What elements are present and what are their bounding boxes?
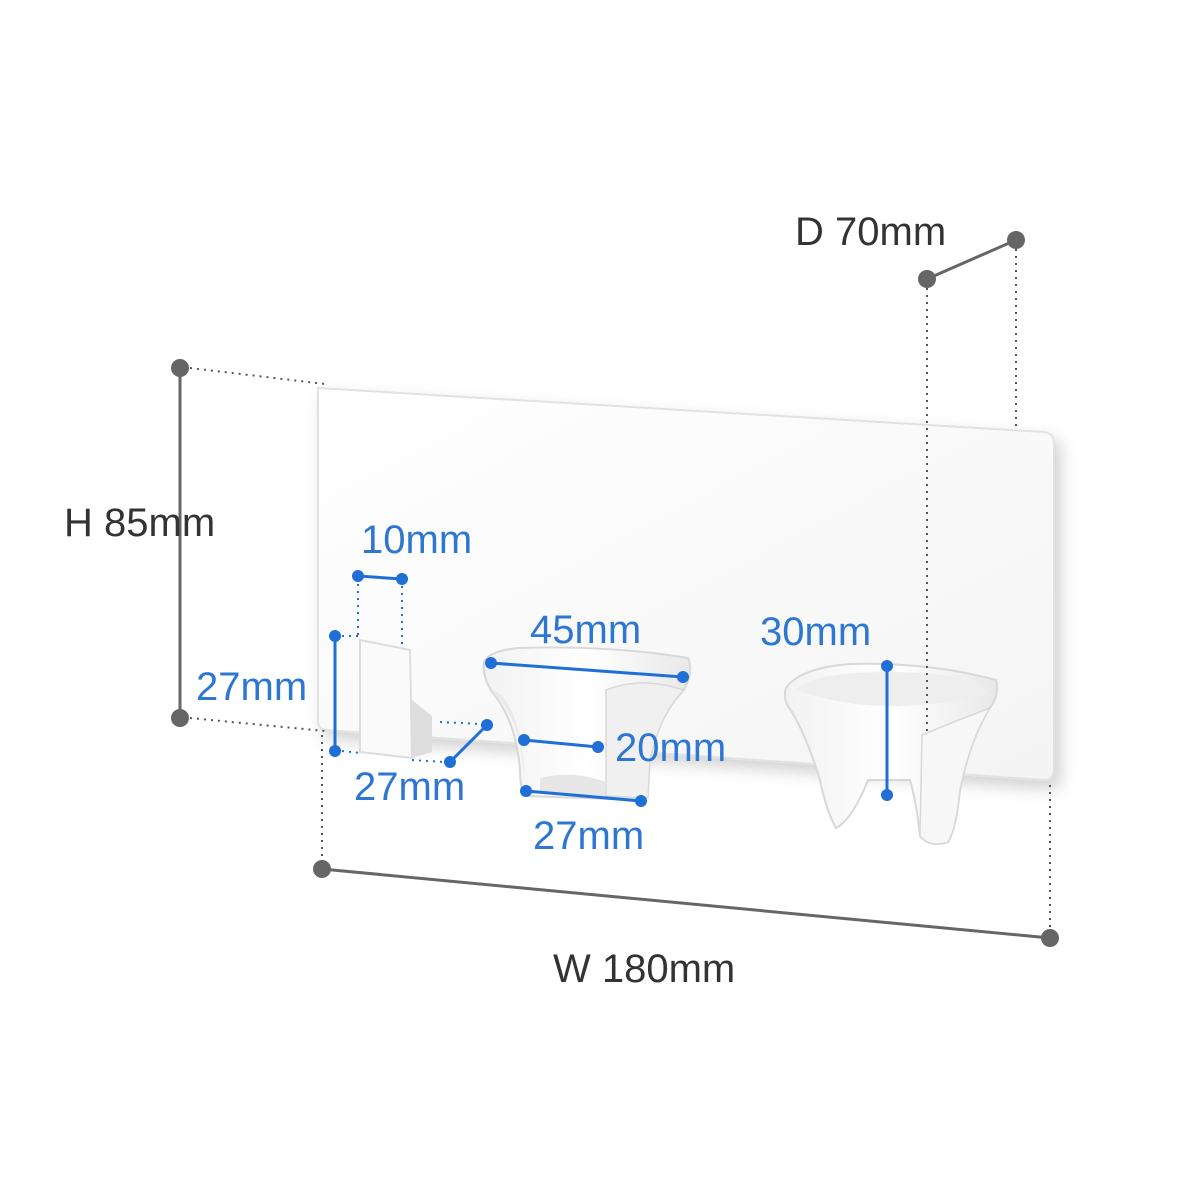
width-label: W 180mm xyxy=(553,947,735,991)
holder-bottom-width-label: 27mm xyxy=(533,814,644,858)
holder-inner-width-label: 20mm xyxy=(615,726,726,770)
small-holder-height-dimension xyxy=(881,660,893,801)
small-hook xyxy=(359,638,432,760)
hook-height-dimension xyxy=(329,630,361,757)
depth-dimension xyxy=(918,231,1025,735)
holder-top-width-dimension xyxy=(485,657,689,683)
right-holder xyxy=(783,662,999,845)
holder-top-width-label: 45mm xyxy=(530,608,641,652)
small-holder-height-label: 30mm xyxy=(760,610,871,654)
holder-inner-width-dimension xyxy=(518,734,604,753)
holder-bottom-width-dimension xyxy=(520,785,647,807)
height-dimension xyxy=(171,359,326,732)
hook-width-label: 10mm xyxy=(361,518,472,562)
hook-width-dimension xyxy=(352,570,408,645)
hook-depth-dimension xyxy=(411,719,493,768)
height-label: H 85mm xyxy=(64,501,215,545)
hook-depth-label: 27mm xyxy=(354,765,465,809)
hook-height-label: 27mm xyxy=(196,665,307,709)
width-dimension xyxy=(313,735,1059,947)
middle-holder xyxy=(482,646,692,802)
depth-label: D 70mm xyxy=(795,210,946,254)
